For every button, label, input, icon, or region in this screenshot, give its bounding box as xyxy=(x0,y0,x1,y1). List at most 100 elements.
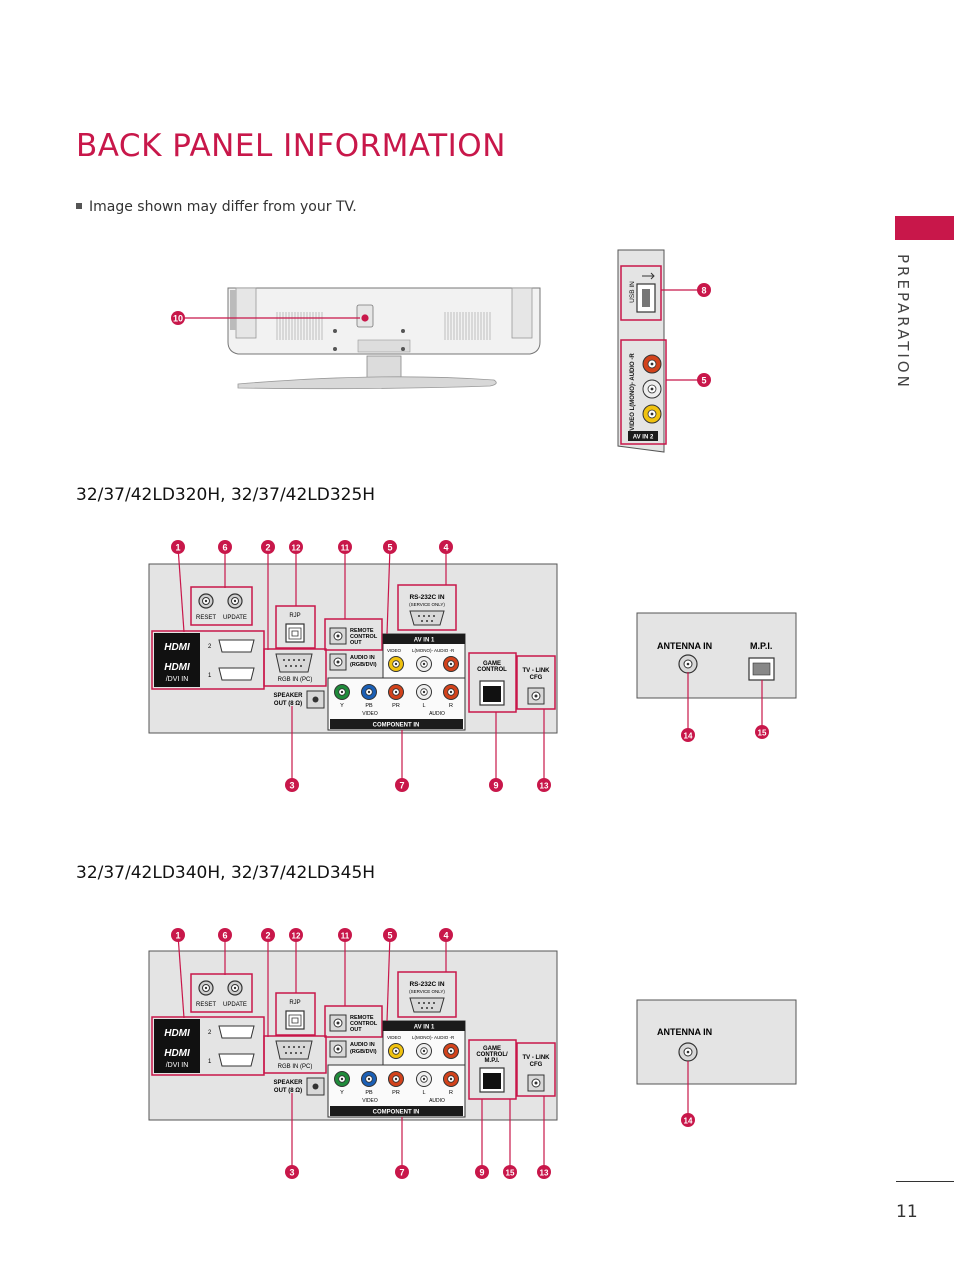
bullet-icon xyxy=(76,203,82,209)
svg-text:15: 15 xyxy=(758,729,767,738)
svg-text:AUDIO: AUDIO xyxy=(429,711,445,717)
page-title: BACK PANEL INFORMATION xyxy=(76,128,506,164)
mpi-label: M.P.I. xyxy=(750,641,772,651)
svg-text:CONTROL: CONTROL xyxy=(477,667,507,673)
tv-rear-illustration xyxy=(227,287,541,390)
callout-3 xyxy=(285,778,299,792)
callout-13 xyxy=(537,778,551,792)
speaker-out-label: SPEAKER xyxy=(273,693,303,699)
av-in-2-group xyxy=(620,339,667,445)
svg-text:8: 8 xyxy=(701,286,706,296)
svg-text:9: 9 xyxy=(479,1168,484,1178)
svg-text:7: 7 xyxy=(399,1168,404,1178)
svg-text:HDMI: HDMI xyxy=(164,1028,190,1039)
section-tab xyxy=(895,216,954,240)
back-panel-model-1: RESET UPDATE HDMI HDMI /DVI IN 2 1 RJP R… xyxy=(148,563,558,734)
svg-text:R: R xyxy=(449,703,453,709)
reset-label: RESET xyxy=(196,615,216,621)
svg-text:5: 5 xyxy=(387,931,392,941)
svg-text:2: 2 xyxy=(265,931,270,941)
usb-in-label: USB IN xyxy=(629,281,636,303)
svg-text:Y: Y xyxy=(340,1090,344,1096)
tv-link-cfg-label: TV - LINK xyxy=(523,668,551,674)
svg-text:RS-232C IN: RS-232C IN xyxy=(409,981,444,988)
svg-text:(RGB/DVI): (RGB/DVI) xyxy=(350,1049,377,1055)
svg-text:L(MONO)- AUDIO -R: L(MONO)- AUDIO -R xyxy=(412,648,455,653)
callout-7 xyxy=(395,778,409,792)
svg-text:COMPONENT IN: COMPONENT IN xyxy=(373,1110,420,1116)
antenna-box-2: ANTENNA IN 14 xyxy=(636,999,797,1127)
callout-10 xyxy=(171,311,185,325)
component-in-label: COMPONENT IN xyxy=(373,723,420,729)
callout-8 xyxy=(697,283,711,297)
svg-text:CONTROL: CONTROL xyxy=(350,634,378,640)
svg-text:1: 1 xyxy=(208,673,212,679)
svg-text:UPDATE: UPDATE xyxy=(223,1002,247,1008)
svg-text:RGB IN (PC): RGB IN (PC) xyxy=(278,1064,313,1070)
svg-text:1: 1 xyxy=(175,543,180,553)
callout-4 xyxy=(439,540,453,554)
svg-text:7: 7 xyxy=(399,781,404,791)
svg-text:VIDEO: VIDEO xyxy=(387,648,402,653)
usb-icon xyxy=(642,272,655,280)
model-heading-1: 32/37/42LD320H, 32/37/42LD325H xyxy=(76,485,376,505)
svg-text:(SERVICE ONLY): (SERVICE ONLY) xyxy=(409,989,445,994)
svg-text:RESET: RESET xyxy=(196,1002,216,1008)
hdmi-logo: HDMI xyxy=(164,642,190,653)
svg-text:12: 12 xyxy=(292,932,301,941)
page-number: 11 xyxy=(896,1202,918,1222)
hdmi-dvi-label: /DVI IN xyxy=(166,676,189,683)
av-in-1-label: AV IN 1 xyxy=(414,638,435,644)
svg-text:OUT (8 Ω): OUT (8 Ω) xyxy=(274,1088,302,1094)
model-heading-2: 32/37/42LD340H, 32/37/42LD345H xyxy=(76,863,376,883)
remote-control-out-group xyxy=(324,618,383,651)
svg-text:L: L xyxy=(422,1090,425,1096)
remote-control-out-label: REMOTE xyxy=(350,628,374,634)
rs232c-label: RS-232C IN xyxy=(409,594,444,601)
svg-text:4: 4 xyxy=(443,931,448,941)
svg-text:14: 14 xyxy=(684,732,693,741)
callout-5-side xyxy=(697,373,711,387)
svg-text:2: 2 xyxy=(208,1030,212,1036)
svg-text:11: 11 xyxy=(341,544,350,553)
svg-text:ANTENNA IN: ANTENNA IN xyxy=(657,1027,712,1037)
callout-2 xyxy=(261,540,275,554)
audio-in-rgb-label: AUDIO IN xyxy=(350,655,375,661)
svg-text:1: 1 xyxy=(175,931,180,941)
callout-14 xyxy=(681,728,695,742)
svg-text:6: 6 xyxy=(222,543,227,553)
svg-text:TV - LINK: TV - LINK xyxy=(523,1055,551,1061)
section-label: PREPARATION xyxy=(894,254,912,390)
antenna-box-1: ANTENNA IN M.P.I. 14 15 xyxy=(636,612,797,742)
svg-text:OUT: OUT xyxy=(350,640,362,646)
svg-text:13: 13 xyxy=(540,782,549,791)
svg-text:(RGB/DVI): (RGB/DVI) xyxy=(350,662,377,668)
svg-text:5: 5 xyxy=(701,376,706,386)
svg-text:HDMI: HDMI xyxy=(164,662,190,673)
av-in-2-label: AV IN 2 xyxy=(633,435,654,441)
svg-text:OUT: OUT xyxy=(350,1027,362,1033)
antenna-in-label: ANTENNA IN xyxy=(657,641,712,651)
svg-text:VIDEO: VIDEO xyxy=(387,1035,402,1040)
svg-text:PR: PR xyxy=(392,703,400,709)
svg-text:AV IN 1: AV IN 1 xyxy=(414,1025,435,1031)
svg-text:9: 9 xyxy=(493,781,498,791)
tv-link-cfg-group xyxy=(516,655,556,710)
svg-text:/DVI IN: /DVI IN xyxy=(166,1062,189,1069)
svg-text:SPEAKER: SPEAKER xyxy=(273,1080,303,1086)
svg-text:CFG: CFG xyxy=(530,1062,543,1068)
svg-text:HDMI: HDMI xyxy=(164,1048,190,1059)
svg-text:6: 6 xyxy=(222,931,227,941)
svg-text:OUT (8 Ω): OUT (8 Ω) xyxy=(274,701,302,707)
svg-text:CFG: CFG xyxy=(530,675,543,681)
svg-text:3: 3 xyxy=(289,1168,294,1178)
svg-text:R: R xyxy=(449,1090,453,1096)
rjp-label: RJP xyxy=(289,613,300,619)
svg-text:12: 12 xyxy=(292,544,301,553)
svg-text:PB: PB xyxy=(365,1090,373,1096)
svg-text:14: 14 xyxy=(684,1117,693,1126)
svg-text:10: 10 xyxy=(173,314,183,324)
side-panel: USB IN VIDEO L(MONO)- AUDIO -R AV IN 2 xyxy=(617,249,667,453)
svg-text:VIDEO: VIDEO xyxy=(362,711,378,717)
